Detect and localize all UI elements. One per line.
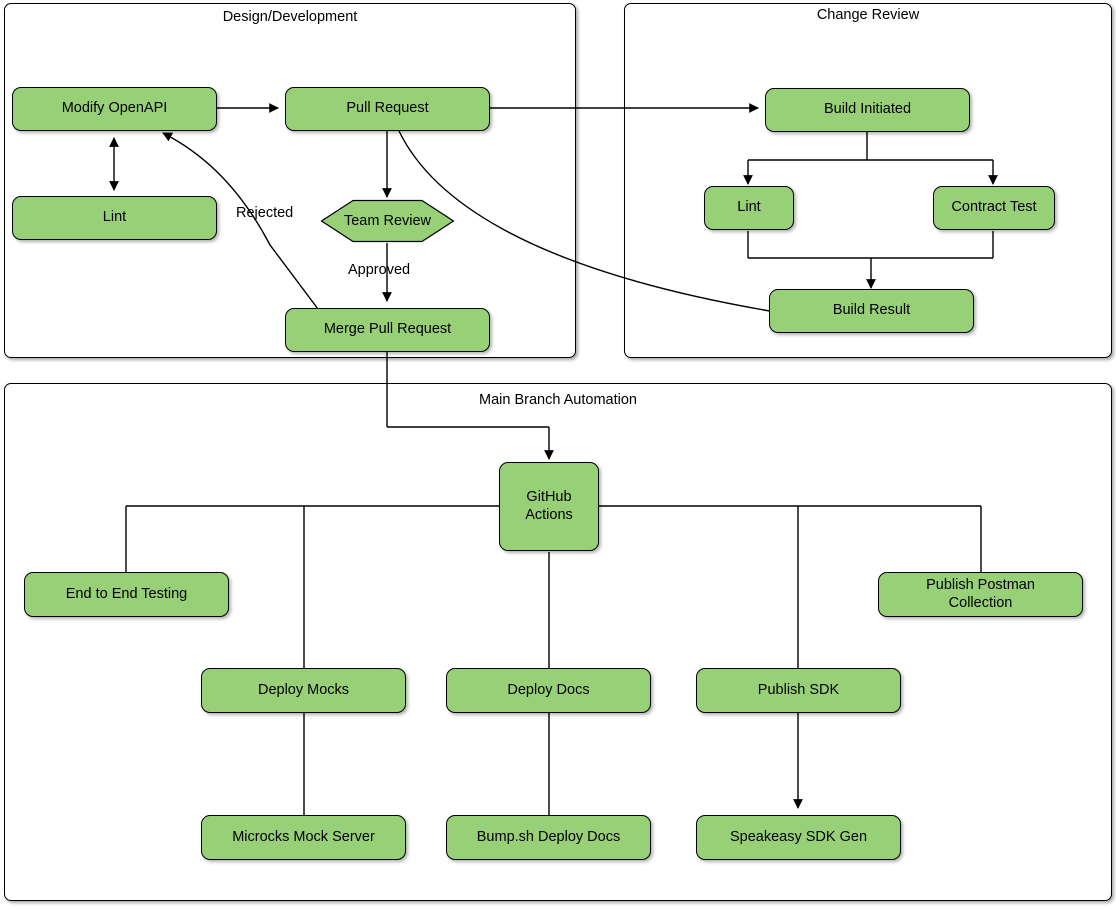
node-lint-design[interactable]: Lint (12, 196, 217, 240)
node-microcks-mock-server[interactable]: Microcks Mock Server (201, 815, 406, 860)
node-modify-openapi[interactable]: Modify OpenAPI (12, 87, 217, 131)
node-publish-postman-collection[interactable]: Publish Postman Collection (878, 572, 1083, 617)
node-end-to-end-testing[interactable]: End to End Testing (24, 572, 229, 617)
group-change-review-title: Change Review (816, 7, 920, 23)
node-build-initiated[interactable]: Build Initiated (765, 88, 970, 132)
node-team-review-label: Team Review (343, 213, 432, 229)
node-github-actions[interactable]: GitHub Actions (499, 462, 599, 551)
group-design-development-title: Design/Development (222, 9, 358, 25)
node-publish-sdk[interactable]: Publish SDK (696, 668, 901, 713)
node-deploy-mocks[interactable]: Deploy Mocks (201, 668, 406, 713)
node-pull-request[interactable]: Pull Request (285, 87, 490, 131)
node-build-result[interactable]: Build Result (769, 289, 974, 333)
node-deploy-docs[interactable]: Deploy Docs (446, 668, 651, 713)
team-review-hexagon-shape (320, 199, 455, 243)
node-merge-pull-request[interactable]: Merge Pull Request (285, 308, 490, 352)
group-design-development (4, 3, 576, 358)
edge-label-rejected: Rejected (236, 205, 294, 221)
node-contract-test[interactable]: Contract Test (933, 186, 1055, 230)
group-main-branch-automation-title: Main Branch Automation (479, 392, 637, 408)
node-lint-review[interactable]: Lint (704, 186, 794, 230)
node-speakeasy-sdk-gen[interactable]: Speakeasy SDK Gen (696, 815, 901, 860)
node-bump-sh-deploy-docs[interactable]: Bump.sh Deploy Docs (446, 815, 651, 860)
node-team-review[interactable]: Team Review (320, 199, 455, 243)
edge-label-approved: Approved (348, 262, 411, 278)
